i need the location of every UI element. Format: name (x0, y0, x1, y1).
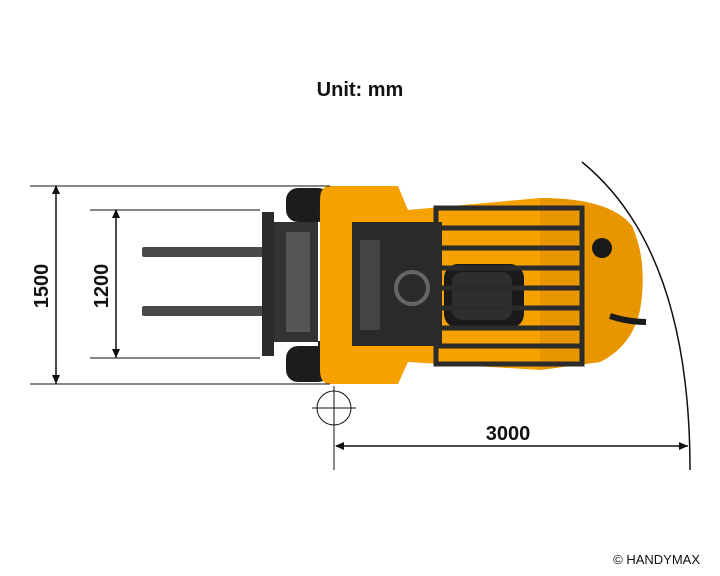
steering-wheel (394, 270, 430, 306)
seat-cushion (452, 272, 512, 320)
fork-spread-label: 1200 (91, 264, 113, 309)
dimension-fork-spread (90, 209, 260, 359)
mast-inner (286, 232, 310, 332)
fork-top (142, 247, 270, 257)
fender-top (330, 186, 400, 216)
unit-title: Unit: mm (317, 79, 404, 101)
copyright-text: © HANDYMAX (613, 552, 700, 567)
front-tire-bottom (286, 346, 330, 382)
exhaust-pipe (609, 313, 647, 325)
rear-light (592, 238, 612, 258)
forklift-illustration (142, 186, 647, 384)
engine-detail (360, 240, 380, 330)
fender-bottom (330, 352, 400, 384)
fork-carriage (262, 212, 274, 356)
overall-width-label: 1500 (31, 264, 53, 309)
overhead-guard (433, 205, 585, 367)
dimension-overall-width (30, 185, 330, 385)
turning-radius-label: 3000 (486, 423, 531, 445)
fork-bottom (142, 306, 270, 316)
turning-radius (312, 161, 691, 471)
